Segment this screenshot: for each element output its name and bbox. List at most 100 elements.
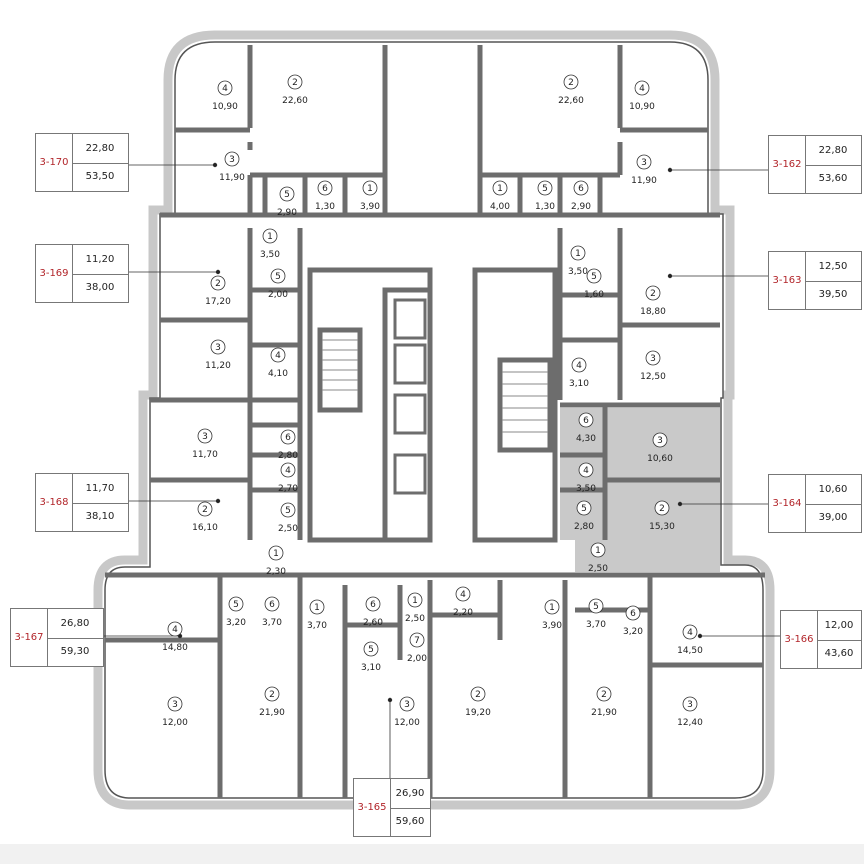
room-number-circle [544,599,560,615]
room-number: 6 [370,600,376,610]
apartment-total-area: 38,00 [85,282,115,294]
room-number: 3 [172,700,178,710]
room-number: 5 [285,506,291,516]
room-number: 6 [285,433,291,443]
building-outline [93,30,775,810]
room-3-170-6: 61,30 [315,180,335,212]
room-number: 1 [273,549,279,559]
room-number: 2 [475,690,481,700]
room-number-circle [636,154,652,170]
apartment-living-area: 26,80 [47,609,103,639]
room-3-170-1: 13,90 [360,180,380,212]
room-3-166-5: 53,10 [361,641,381,673]
room-number-circle [270,347,286,363]
apartment-total-area: 38,10 [85,511,115,523]
room-area: 2,80 [574,522,594,532]
highlighted-apartment-3-164[interactable] [560,408,720,572]
room-number-circle [682,624,698,640]
room-3-168-4: 42,70 [278,462,298,494]
room-number: 4 [172,625,178,635]
room-number-circle [682,696,698,712]
apartment-total-area: 43,60 [824,648,854,660]
apartment-id: 3-167 [11,609,48,666]
leader-dot [667,167,673,173]
room-number-circle [365,596,381,612]
room-number-circle [578,462,594,478]
room-area: 3,50 [568,267,588,277]
leader-dot [667,273,673,279]
room-number-circle [287,74,303,90]
room-3-167-5: 53,20 [226,596,246,628]
apartment-id: 3-166 [781,611,818,668]
apartment-living-area: 12,00 [817,611,861,641]
apartment-living-area: 11,70 [72,474,128,504]
room-number: 1 [367,184,373,194]
room-number-circle [228,596,244,612]
room-area: 10,60 [647,454,673,464]
room-number-circle [571,357,587,373]
room-area: 2,30 [266,567,286,577]
room-3-165-4: 414,50 [677,624,703,656]
apartment-total-area: 59,60 [395,816,425,828]
room-area: 3,10 [569,379,589,389]
core-block [497,357,553,453]
room-number-circle [167,621,183,637]
room-area: 11,90 [631,176,657,186]
room-number: 7 [414,636,420,646]
room-3-168-2: 216,10 [192,501,218,533]
room-area: 3,90 [360,202,380,212]
room-number: 5 [593,602,599,612]
room-number: 2 [202,505,208,515]
room-number: 2 [269,690,275,700]
room-number-circle [309,599,325,615]
room-number-circle [537,180,553,196]
room-number-circle [492,180,508,196]
leader-dot [215,498,221,504]
room-number: 2 [568,78,574,88]
room-number-circle [563,74,579,90]
leader-dot [677,501,683,507]
room-number-circle [363,641,379,657]
room-number: 3 [229,155,235,165]
room-area: 19,20 [465,708,491,718]
room-number: 6 [322,184,328,194]
room-number: 3 [657,436,663,446]
room-number-circle [217,80,233,96]
room-3-166-4: 42,20 [453,586,473,618]
apartment-id: 3-164 [769,475,806,532]
room-number-circle [264,686,280,702]
room-number-circle [590,542,606,558]
room-area: 4,00 [490,202,510,212]
apartment-id: 3-168 [36,474,73,531]
apartment-living-area: 10,60 [805,475,861,505]
room-3-165-5: 53,70 [586,598,606,630]
room-number-circle [652,432,668,448]
room-number: 6 [583,416,589,426]
room-3-167-2: 221,90 [259,686,285,718]
core-block [382,287,433,543]
room-3-170-2: 222,60 [282,74,308,106]
room-3-165-2: 221,90 [591,686,617,718]
room-number-circle [634,80,650,96]
room-area: 3,20 [623,627,643,637]
room-number-circle [455,586,471,602]
room-area: 3,70 [262,618,282,628]
room-3-168-6: 62,80 [278,429,298,461]
room-3-162-4: 410,90 [629,80,655,112]
room-area: 1,30 [535,202,555,212]
room-3-170-3: 311,90 [219,151,245,183]
room-number: 3 [202,432,208,442]
room-number-circle [210,275,226,291]
room-number: 3 [404,700,410,710]
room-area: 15,30 [649,522,675,532]
room-3-167-3: 312,00 [162,696,188,728]
